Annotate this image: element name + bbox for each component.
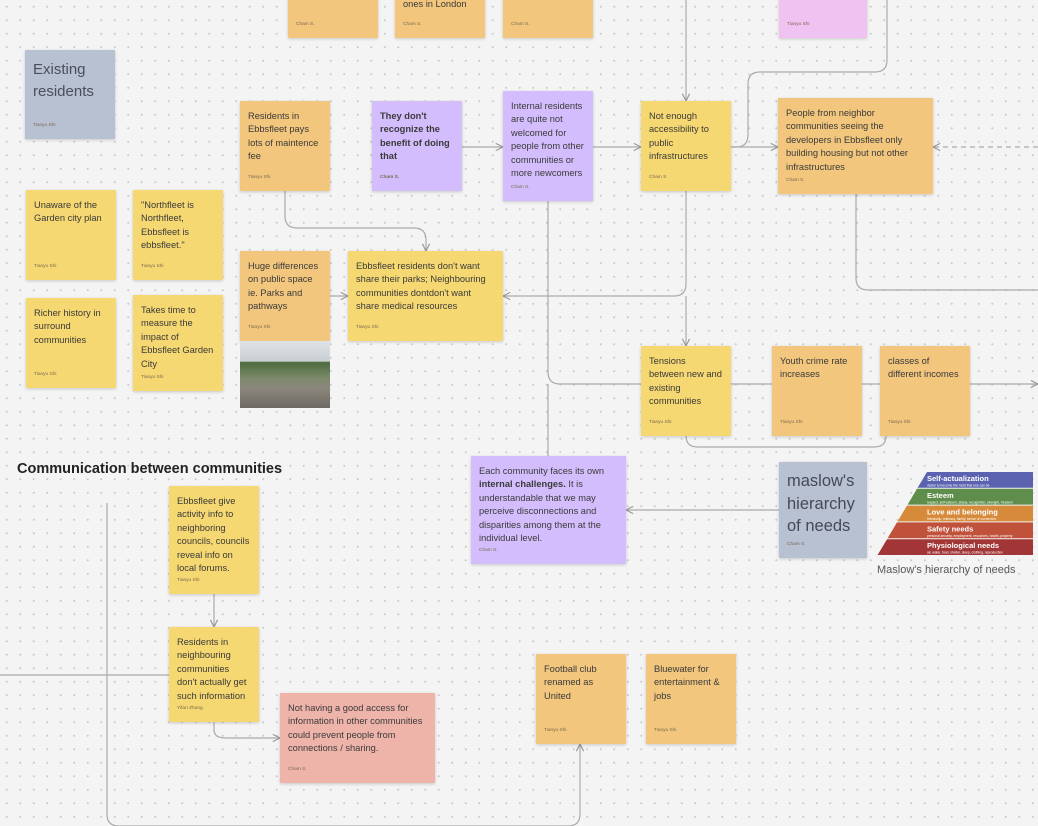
note-text: Not having a good access for information… (288, 703, 423, 754)
pyramid-level-title: Physiological needs (927, 541, 999, 550)
note-author: Cham S. (288, 766, 307, 772)
pathway-photo[interactable] (240, 341, 330, 408)
note-author: Tianyu Shi (177, 577, 200, 583)
sticky-note[interactable]: Not having a good access for information… (280, 693, 435, 783)
note-author: Tianyu Shi (787, 21, 810, 27)
sticky-note[interactable]: Ebbsfleet give activity info to neighbor… (169, 486, 259, 594)
note-text: Internal residents are quite not welcome… (511, 101, 584, 179)
note-text: Tensions between new and existing commun… (649, 356, 722, 407)
pyramid-level-subtitle: friendship, intimacy, family, sense of c… (927, 517, 996, 521)
note-author: Tianyu Shi (33, 122, 56, 128)
note-author: Cham S. (403, 21, 422, 27)
note-author: Cham S. (786, 177, 805, 183)
pyramid-level (907, 488, 1033, 505)
note-author: Cham S. (649, 174, 668, 180)
note-text: Ebbsfleet residents don't want share the… (356, 261, 486, 312)
note-text: Huge differences on public space ie. Par… (248, 261, 319, 312)
note-author: Yifan Zhang (177, 705, 203, 711)
sticky-note[interactable]: Residents in Ebbsfleet pays lots of main… (240, 101, 330, 191)
pyramid-level (887, 522, 1033, 539)
note-author: Tianyu Shi (34, 371, 57, 377)
pyramid-level-title: Love and belonging (927, 508, 998, 517)
note-text: Residents in neighbouring communities do… (177, 637, 247, 701)
note-author: Cham S. (479, 547, 498, 553)
pyramid-caption: Maslow's hierarchy of needs (877, 564, 1016, 576)
sticky-note[interactable]: Cham S. (503, 0, 593, 38)
section-heading: Communication between communities (17, 461, 283, 477)
note-author: Tianyu Shi (780, 419, 803, 425)
sticky-note[interactable]: Huge differences on public space ie. Par… (240, 251, 330, 341)
pyramid-level (897, 505, 1033, 522)
note-text: maslow's hierarchy of needs (787, 472, 855, 535)
note-author: Tianyu Shi (34, 263, 57, 269)
note-text: ones in London (403, 0, 467, 9)
note-text: Bluewater for entertainment & jobs (654, 664, 720, 701)
note-text: Unaware of the Garden city plan (34, 200, 102, 224)
note-text: Each community faces its own internal ch… (479, 465, 618, 545)
note-author: Tianyu Shi (141, 374, 164, 380)
sticky-note[interactable]: Internal residents are quite not welcome… (503, 91, 593, 201)
text-part: Each community faces its own (479, 466, 605, 476)
note-text: People from neighbor communities seeing … (786, 108, 908, 172)
pyramid-level-subtitle: air, water, food, shelter, sleep, clothi… (927, 551, 1003, 555)
note-author: Tianyu Shi (248, 324, 271, 330)
note-text: Football club renamed as United (544, 664, 597, 701)
note-author: Tianyu Shi (356, 324, 379, 330)
note-text: Not enough accessibility to public infra… (649, 111, 709, 162)
pyramid-level-subtitle: desire to become the most that one can b… (927, 484, 990, 488)
sticky-note[interactable]: People from neighbor communities seeing … (778, 98, 933, 194)
pyramid-level-title: Self-actualization (927, 474, 989, 483)
note-text: Youth crime rate increases (780, 356, 848, 380)
note-author: Tianyu Shi (248, 174, 271, 180)
sticky-note[interactable]: Not enough accessibility to public infra… (641, 101, 731, 191)
note-author: Tianyu Shi (654, 727, 677, 733)
note-text: Takes time to measure the impact of Ebbs… (141, 305, 214, 369)
note-author: Cham S. (380, 174, 400, 180)
note-author: Cham S. (296, 21, 315, 27)
note-author: Cham S. (511, 184, 530, 190)
sticky-note[interactable]: Tensions between new and existing commun… (641, 346, 731, 436)
sticky-note[interactable]: Each community faces its own internal ch… (471, 456, 626, 564)
note-author: Tianyu Shi (649, 419, 672, 425)
note-text: "Northfleet is Northfleet, Ebbsfleet is … (141, 200, 194, 251)
note-text: Ebbsfleet give activity info to neighbor… (177, 496, 250, 574)
sticky-note[interactable]: Residents in neighbouring communities do… (169, 627, 259, 722)
text-part: It is understandable that we may perceiv… (479, 479, 601, 544)
note-author: Cham S. (787, 541, 806, 547)
pyramid-level-title: Esteem (927, 491, 954, 500)
sticky-note[interactable]: They don't recognize the benefit of doin… (372, 101, 462, 191)
note-author: Tianyu Shi (141, 263, 164, 269)
text-bold: internal challenges. (479, 479, 566, 490)
note-text: They don't recognize the benefit of doin… (380, 111, 450, 162)
note-author: Tianyu Shi (544, 727, 567, 733)
note-text: Richer history in surround communities (34, 308, 101, 345)
pyramid-level-title: Safety needs (927, 524, 973, 533)
note-author: Cham S. (511, 21, 530, 27)
note-text: Residents in Ebbsfleet pays lots of main… (248, 111, 319, 162)
pyramid-level (917, 472, 1033, 488)
sticky-note[interactable]: Takes time to measure the impact of Ebbs… (133, 295, 223, 391)
sticky-note[interactable]: Tianyu Shi (779, 0, 867, 38)
note-author: Tianyu Shi (888, 419, 911, 425)
note-text: Existing residents (33, 61, 94, 100)
pyramid-level-subtitle: personal security, employment, resources… (927, 534, 1013, 538)
sticky-note[interactable]: Cham S. (288, 0, 378, 38)
pyramid-level-subtitle: respect, self-esteem, status, recognitio… (927, 500, 1013, 504)
note-text: classes of different incomes (888, 356, 959, 380)
sticky-note[interactable]: Ebbsfleet residents don't want share the… (348, 251, 503, 341)
pyramid-level (877, 539, 1033, 555)
sticky-note[interactable]: "Northfleet is Northfleet, Ebbsfleet is … (133, 190, 223, 280)
